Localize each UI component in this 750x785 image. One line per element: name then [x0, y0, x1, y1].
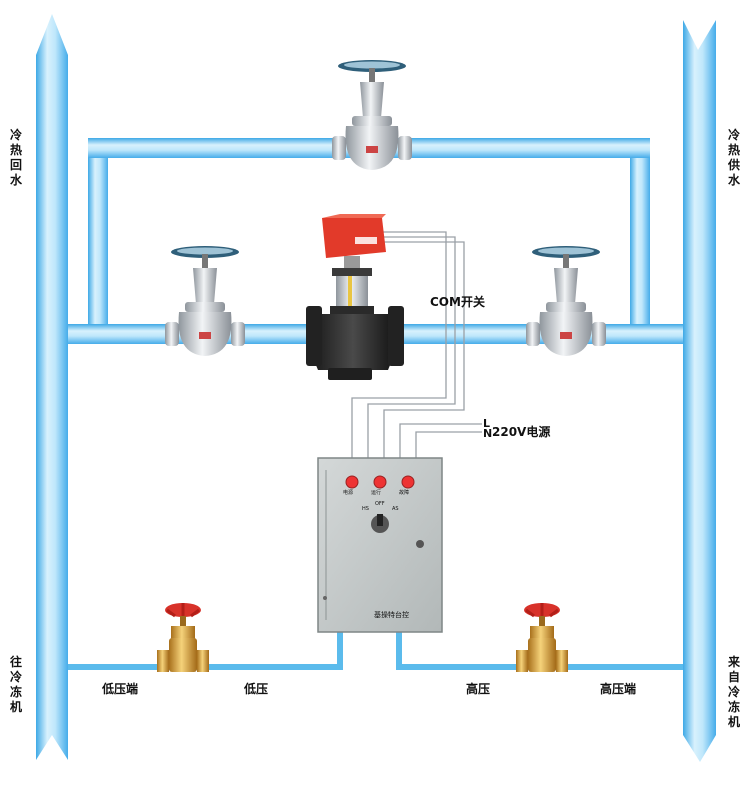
lamp-1-label: 电源 — [343, 490, 354, 496]
power-n-label: N — [483, 427, 493, 440]
high-pressure-label: 高压 — [466, 682, 491, 696]
gate-valve-high[interactable] — [516, 603, 568, 672]
return-water-label: 冷热回水 — [9, 128, 22, 187]
switch-pos-as: AS — [392, 506, 399, 512]
lamp-2-label: 运行 — [371, 490, 382, 496]
switch-pos-off: OFF — [375, 501, 385, 507]
low-pressure-label: 低压 — [244, 682, 269, 696]
high-pressure-end-label: 高压端 — [600, 682, 637, 696]
electric-regulating-valve[interactable] — [306, 214, 404, 380]
power-220v-label: 220V电源 — [492, 425, 551, 439]
control-wires — [351, 231, 482, 460]
from-chiller-label: 来自冷冻机 — [727, 655, 740, 729]
globe-valve-right[interactable] — [526, 246, 606, 356]
left-main-pipe — [36, 14, 68, 760]
control-cabinet[interactable] — [317, 457, 443, 633]
com-switch-label: COM开关 — [430, 295, 485, 309]
low-pressure-end-label: 低压端 — [102, 682, 139, 696]
globe-valve-left[interactable] — [165, 246, 245, 356]
cabinet-name-label: 基操特台控 — [374, 611, 409, 619]
supply-water-label: 冷热供水 — [727, 128, 740, 187]
lamp-3-label: 故障 — [399, 490, 410, 496]
gate-valve-low[interactable] — [157, 603, 209, 672]
power-l-label: L — [483, 417, 491, 430]
switch-pos-hs: HS — [362, 506, 369, 512]
to-chiller-label: 往冷冻机 — [9, 655, 22, 714]
globe-valve-top[interactable] — [332, 60, 412, 170]
right-main-pipe — [683, 20, 716, 762]
